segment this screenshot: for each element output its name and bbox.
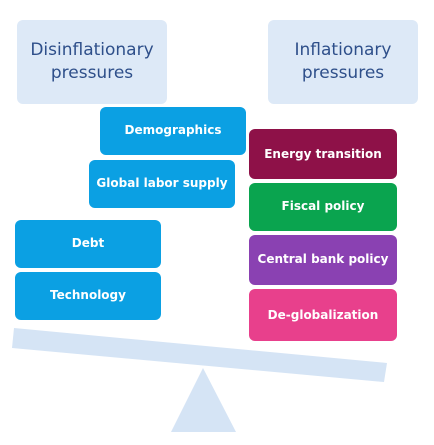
block-de-globalization-label: De-globalization [267,308,379,322]
block-central-bank-policy-label: Central bank policy [257,252,389,266]
disinflationary-title: Disinflationary pressures [30,40,154,83]
block-fiscal-policy: Fiscal policy [249,183,397,231]
block-global-labor-supply: Global labor supply [89,160,235,208]
inflationary-title: Inflationary pressures [294,40,392,83]
block-demographics: Demographics [100,107,246,155]
block-demographics-label: Demographics [124,123,222,137]
scale-fulcrum [171,368,236,432]
block-technology: Technology [15,272,161,320]
block-debt-label: Debt [71,236,105,250]
block-fiscal-policy-label: Fiscal policy [281,199,365,213]
disinflationary-header: Disinflationary pressures [17,20,167,104]
block-technology-label: Technology [50,288,126,302]
inflationary-header: Inflationary pressures [268,20,418,104]
block-energy-transition: Energy transition [249,129,397,179]
block-de-globalization: De-globalization [249,289,397,341]
block-central-bank-policy: Central bank policy [249,235,397,285]
scale-beam [12,328,387,382]
block-debt: Debt [15,220,161,268]
block-global-labor-supply-label: Global labor supply [96,176,228,190]
block-energy-transition-label: Energy transition [264,147,382,161]
